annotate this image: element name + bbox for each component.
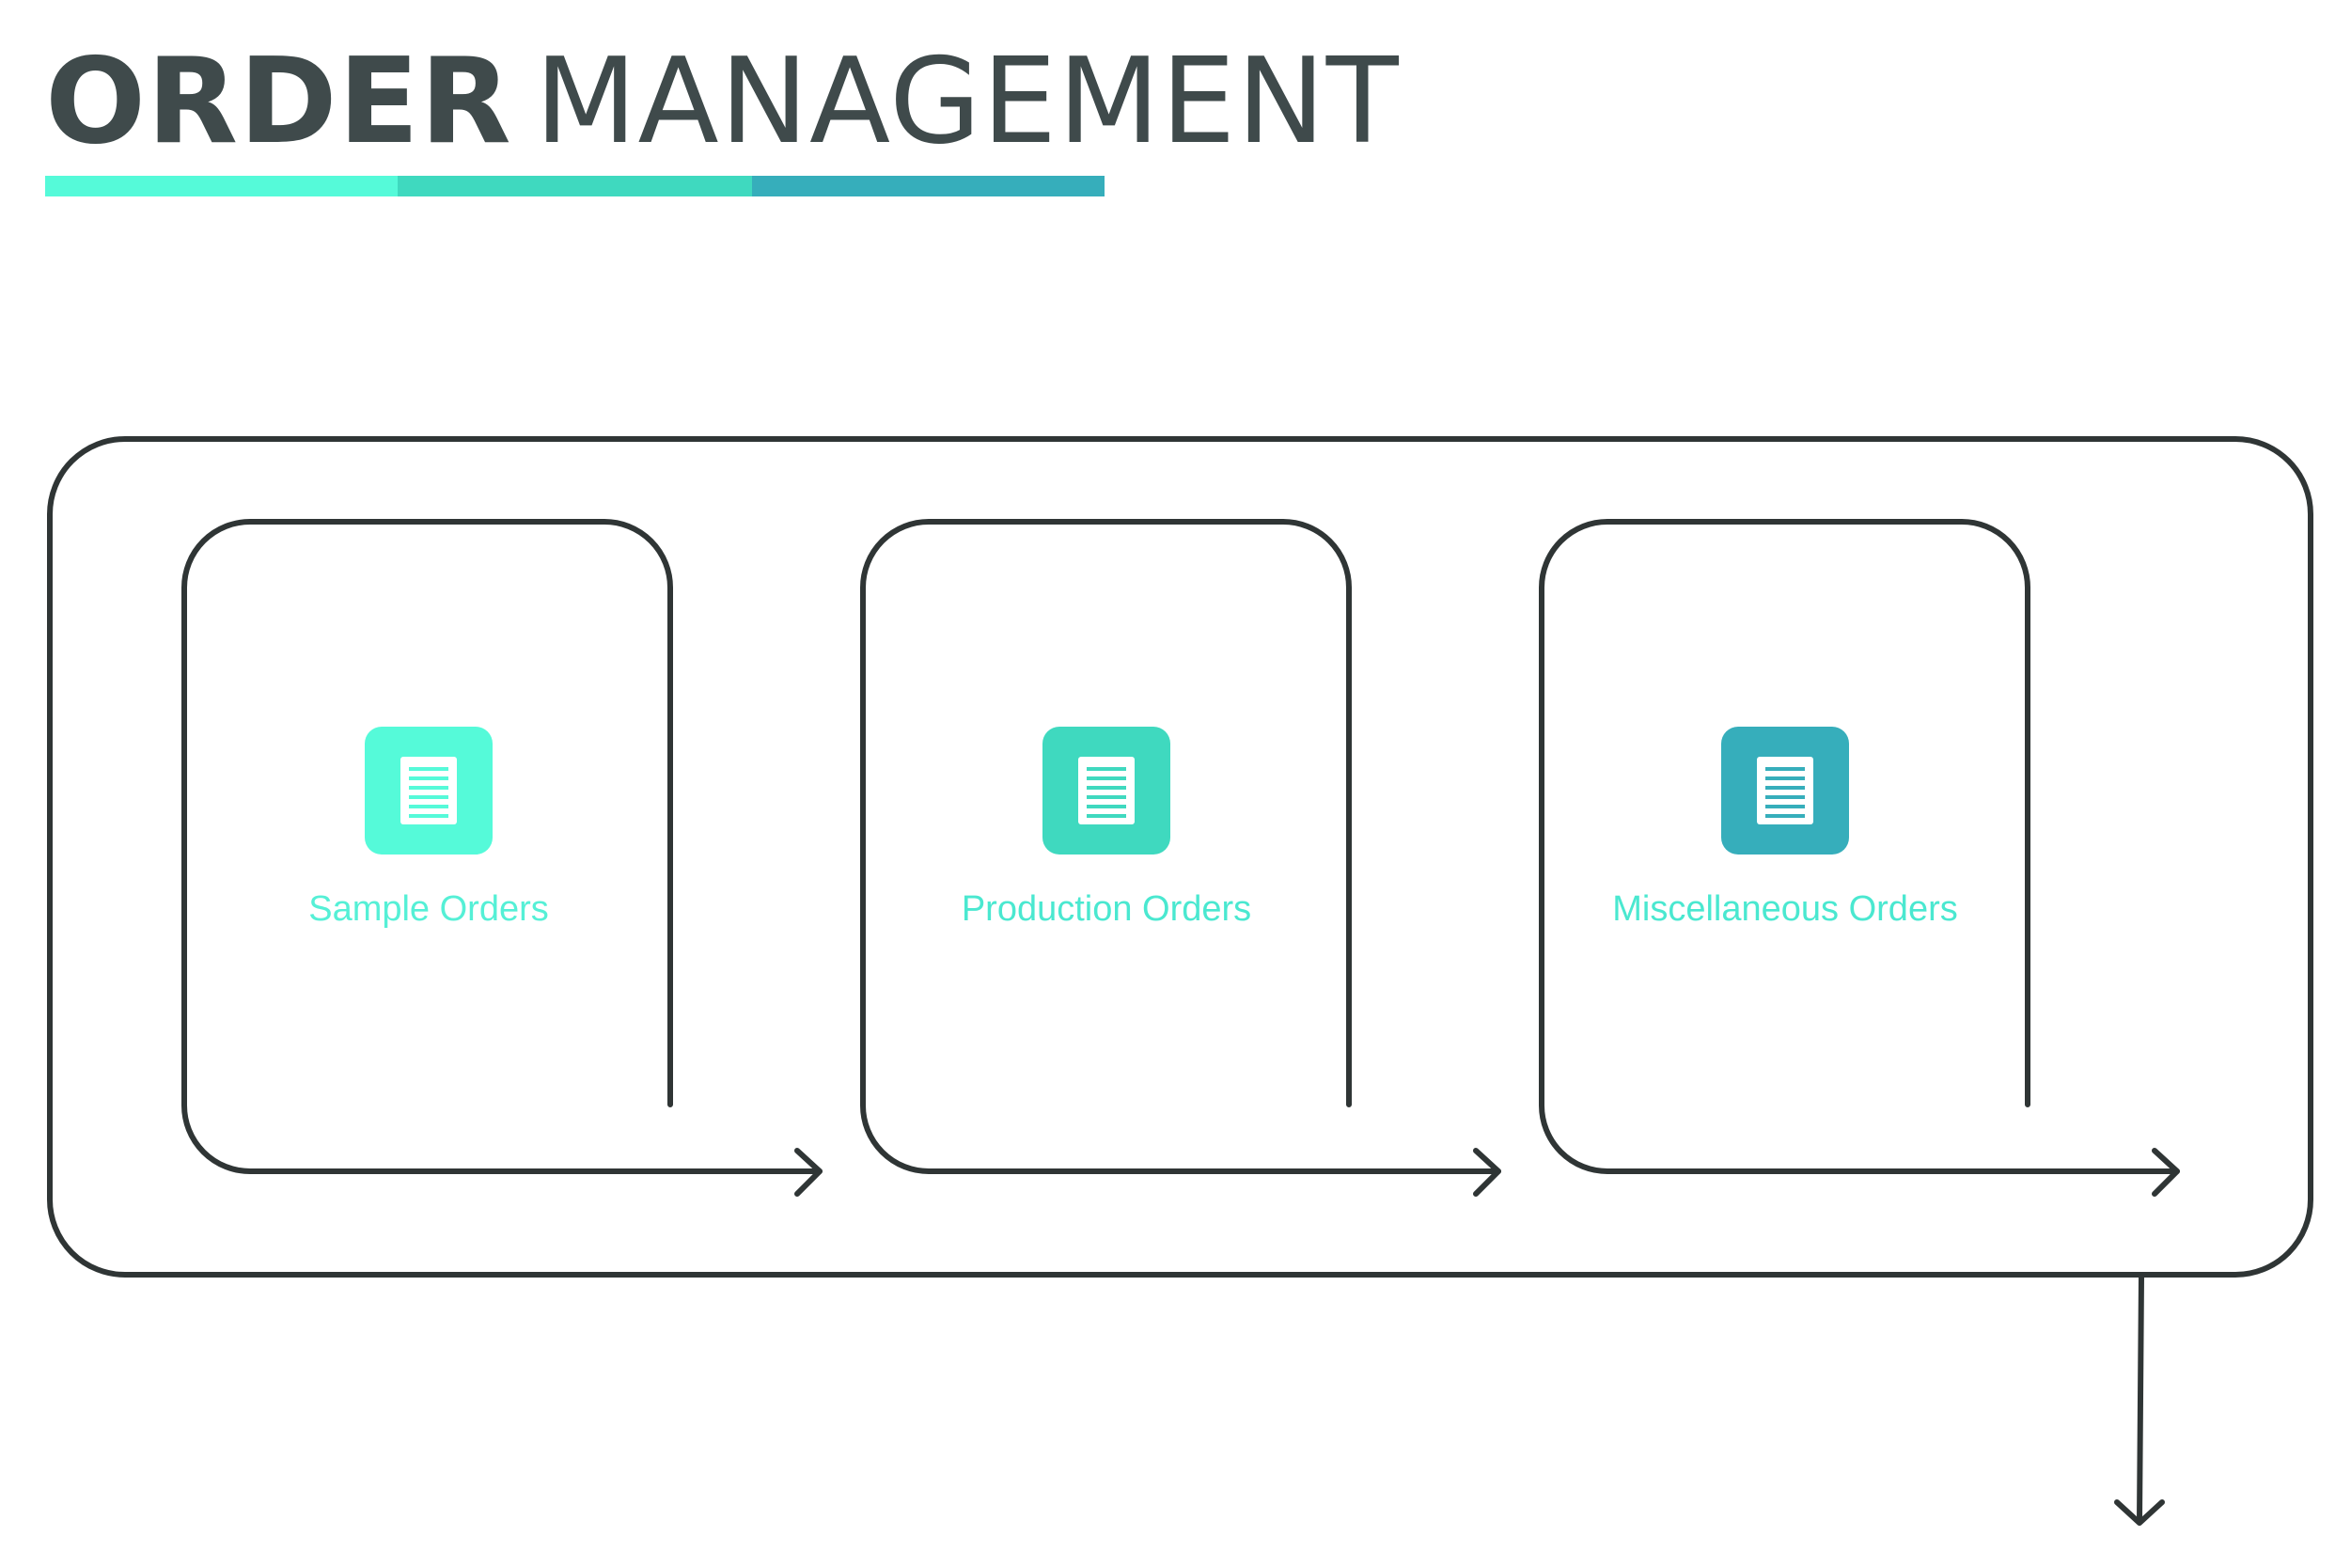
title-bold-word: ORDER (45, 32, 512, 170)
card-outline-1 (181, 519, 823, 1174)
exit-arrow-head (2114, 1499, 2165, 1526)
flow-arrow-head-3 (2152, 1148, 2180, 1197)
title-underline-segment-3 (752, 176, 1105, 196)
card-label-production-orders: Production Orders (961, 889, 1252, 929)
flow-arrow-head-1 (794, 1148, 823, 1197)
card-icon-3 (1721, 727, 1849, 855)
card-outline-3 (1539, 519, 2180, 1174)
document-icon (1078, 757, 1135, 824)
card-label-miscellaneous-orders: Miscellaneous Orders (1612, 889, 1958, 929)
document-icon (400, 757, 457, 824)
flow-arrow-head-2 (1473, 1148, 1501, 1197)
exit-connector (2137, 1274, 2144, 1524)
title-underline-segment-1 (45, 176, 398, 196)
document-icon (1757, 757, 1813, 824)
title-underline-segment-2 (398, 176, 752, 196)
card-label-sample-orders: Sample Orders (308, 889, 549, 929)
card-icon-1 (365, 727, 493, 855)
outer-container (47, 436, 2313, 1278)
card-icon-2 (1042, 727, 1170, 855)
card-outline-2 (860, 519, 1501, 1174)
title-light-word: MANAGEMENT (534, 32, 1400, 170)
title-underline (45, 176, 1105, 196)
